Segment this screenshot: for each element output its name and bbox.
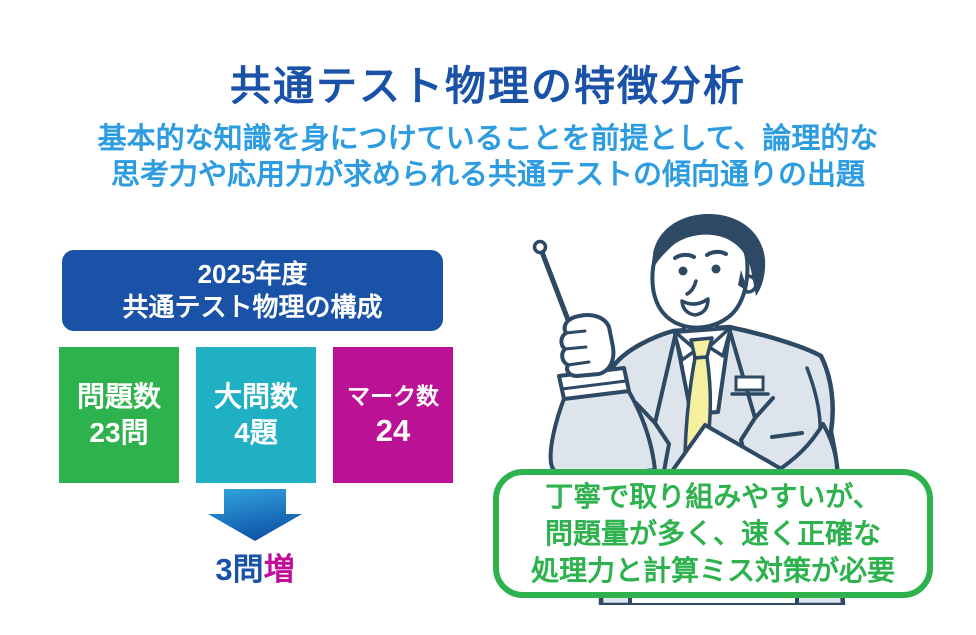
- stat-box-sections: 大問数 4題: [196, 347, 316, 483]
- stat-box-row: 問題数 23問 大問数 4題 マーク数 24: [59, 347, 453, 483]
- stat-value: 4題: [234, 417, 278, 448]
- page-title: 共通テスト物理の特徴分析: [230, 63, 746, 109]
- change-note-count: 3問: [215, 552, 264, 587]
- stat-label: マーク数: [347, 383, 439, 409]
- stat-box-marks: マーク数 24: [333, 347, 453, 483]
- stat-label: 大問数: [213, 381, 298, 412]
- down-arrow-icon: [208, 489, 302, 541]
- callout-line-2: 問題量が多く、速く正確な: [544, 518, 881, 549]
- stat-label: 問題数: [76, 381, 161, 412]
- subtitle: 基本的な知識を身につけていることを前提として、論理的な 思考力や応用力が求められ…: [0, 121, 976, 193]
- composition-header-box: 2025年度 共通テスト物理の構成: [62, 250, 443, 331]
- smiling-mouth: [680, 297, 710, 317]
- composition-header-year: 2025年度: [197, 258, 308, 289]
- gripping-hand: [559, 313, 616, 378]
- stat-value: 23問: [89, 417, 149, 448]
- stat-value: 24: [375, 413, 411, 448]
- pocket-square: [730, 375, 770, 396]
- hair: [652, 213, 766, 296]
- subtitle-line-2: 思考力や応用力が求められる共通テストの傾向通りの出題: [110, 159, 865, 191]
- callout-line-3: 処理力と計算ミス対策が必要: [530, 555, 895, 586]
- subtitle-line-1: 基本的な知識を身につけていることを前提として、論理的な: [97, 123, 879, 155]
- callout-line-1: 丁寧で取り組みやすいが、: [545, 481, 881, 512]
- teacher-head: [650, 213, 766, 330]
- stat-box-questions: 問題数 23問: [59, 347, 179, 483]
- change-note-direction: 増: [263, 552, 295, 587]
- composition-header-label: 共通テスト物理の構成: [122, 291, 383, 322]
- callout-box: 丁寧で取り組みやすいが、 問題量が多く、速く正確な 処理力と計算ミス対策が必要: [493, 469, 933, 598]
- change-note: 3問増: [155, 551, 355, 589]
